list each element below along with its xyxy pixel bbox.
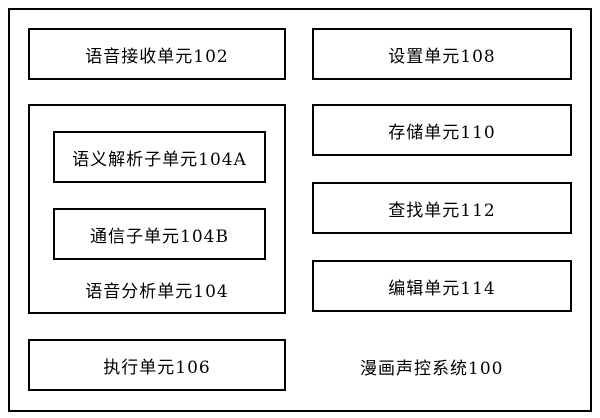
search-unit-box: 查找单元112 — [312, 182, 572, 234]
system-label: 漫画声控系统100 — [360, 359, 504, 379]
search-unit-label: 查找单元112 — [388, 200, 496, 221]
storage-unit-label: 存储单元110 — [388, 122, 496, 143]
setting-unit-label: 设置单元108 — [388, 46, 496, 67]
setting-unit-box: 设置单元108 — [312, 28, 572, 80]
execute-unit-label: 执行单元106 — [103, 357, 211, 378]
voice-analysis-unit-label: 语音分析单元104 — [85, 282, 229, 302]
communication-subunit-label: 通信子单元104B — [90, 226, 229, 247]
execute-unit-box: 执行单元106 — [28, 339, 286, 391]
voice-receive-unit-box: 语音接收单元102 — [28, 28, 286, 80]
edit-unit-label: 编辑单元114 — [388, 278, 496, 299]
communication-subunit-box: 通信子单元104B — [53, 208, 266, 260]
semantic-parse-subunit-label: 语义解析子单元104A — [72, 149, 247, 170]
edit-unit-box: 编辑单元114 — [312, 260, 572, 312]
semantic-parse-subunit-box: 语义解析子单元104A — [53, 131, 266, 183]
voice-receive-unit-label: 语音接收单元102 — [85, 46, 229, 67]
storage-unit-box: 存储单元110 — [312, 104, 572, 156]
